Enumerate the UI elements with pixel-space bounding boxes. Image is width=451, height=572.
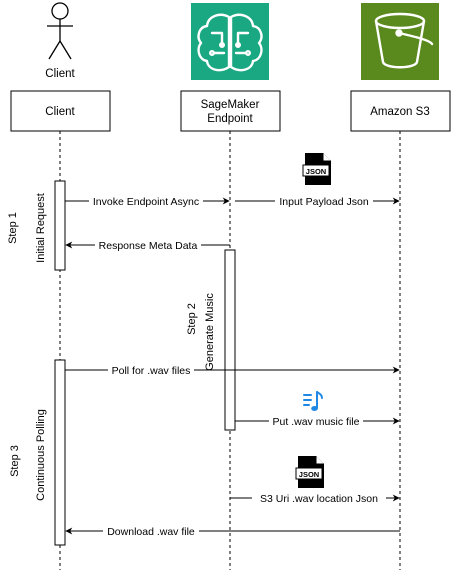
- svg-text:Amazon S3: Amazon S3: [370, 106, 429, 118]
- svg-text:Response Meta Data: Response Meta Data: [99, 240, 198, 252]
- participant-s3-header: Amazon S3: [350, 90, 451, 132]
- step-1-label: Step 1: [7, 212, 19, 244]
- svg-text:Download .wav file: Download .wav file: [107, 526, 195, 538]
- step-1-subtitle: Initial Request: [35, 193, 47, 263]
- json-file-icon: JSON: [295, 456, 324, 488]
- svg-text:Step 1: Step 1: [7, 212, 19, 244]
- svg-text:Input Payload Json: Input Payload Json: [279, 196, 368, 208]
- participant-client-header: Client: [10, 90, 111, 132]
- client-activation-step3: [54, 359, 66, 546]
- svg-text:Initial Request: Initial Request: [35, 193, 47, 263]
- svg-text:S3 Uri .wav location Json: S3 Uri .wav location Json: [260, 493, 378, 505]
- svg-text:Step 2: Step 2: [186, 303, 198, 335]
- message-download-wav-file: Download .wav file: [65, 524, 400, 538]
- s3-bucket-icon: [361, 3, 439, 80]
- message-invoke-endpoint-async: Invoke Endpoint Async: [65, 194, 230, 208]
- svg-text:SageMaker: SageMaker: [201, 99, 260, 111]
- step-3-label: Step 3: [9, 445, 21, 477]
- json-file-icon: JSON: [302, 153, 331, 185]
- svg-text:JSON: JSON: [299, 470, 319, 479]
- message-s3-uri-wav-location-json: S3 Uri .wav location Json: [230, 491, 400, 505]
- svg-text:Continuous Polling: Continuous Polling: [35, 409, 47, 501]
- step-3-subtitle: Continuous Polling: [35, 409, 47, 501]
- svg-text:Endpoint: Endpoint: [207, 113, 253, 125]
- sagemaker-brain-icon: [191, 3, 269, 80]
- svg-text:Put .wav music file: Put .wav music file: [273, 416, 360, 428]
- svg-text:Step 3: Step 3: [9, 445, 21, 477]
- message-input-payload-json: Input Payload Json: [235, 194, 400, 208]
- svg-text:JSON: JSON: [306, 167, 326, 176]
- message-poll-for-wav-files: Poll for .wav files: [65, 363, 400, 377]
- client-activation-step1: [54, 180, 66, 271]
- svg-text:Generate Music: Generate Music: [204, 293, 216, 371]
- svg-text:Invoke Endpoint Async: Invoke Endpoint Async: [93, 196, 199, 208]
- svg-text:Poll for .wav files: Poll for .wav files: [112, 365, 191, 377]
- step-2-subtitle: Generate Music: [204, 293, 216, 371]
- message-response-meta-data: Response Meta Data: [65, 238, 230, 252]
- person-icon: [47, 2, 73, 60]
- message-put-wav-music-file: Put .wav music file: [235, 414, 400, 428]
- music-note-icon: [303, 391, 323, 411]
- client-icon-label: Client: [45, 68, 75, 80]
- step-2-label: Step 2: [186, 303, 198, 335]
- sagemaker-activation-step2: [224, 249, 236, 431]
- svg-text:Client: Client: [45, 106, 75, 118]
- participant-sagemaker-header: SageMaker Endpoint: [180, 90, 281, 132]
